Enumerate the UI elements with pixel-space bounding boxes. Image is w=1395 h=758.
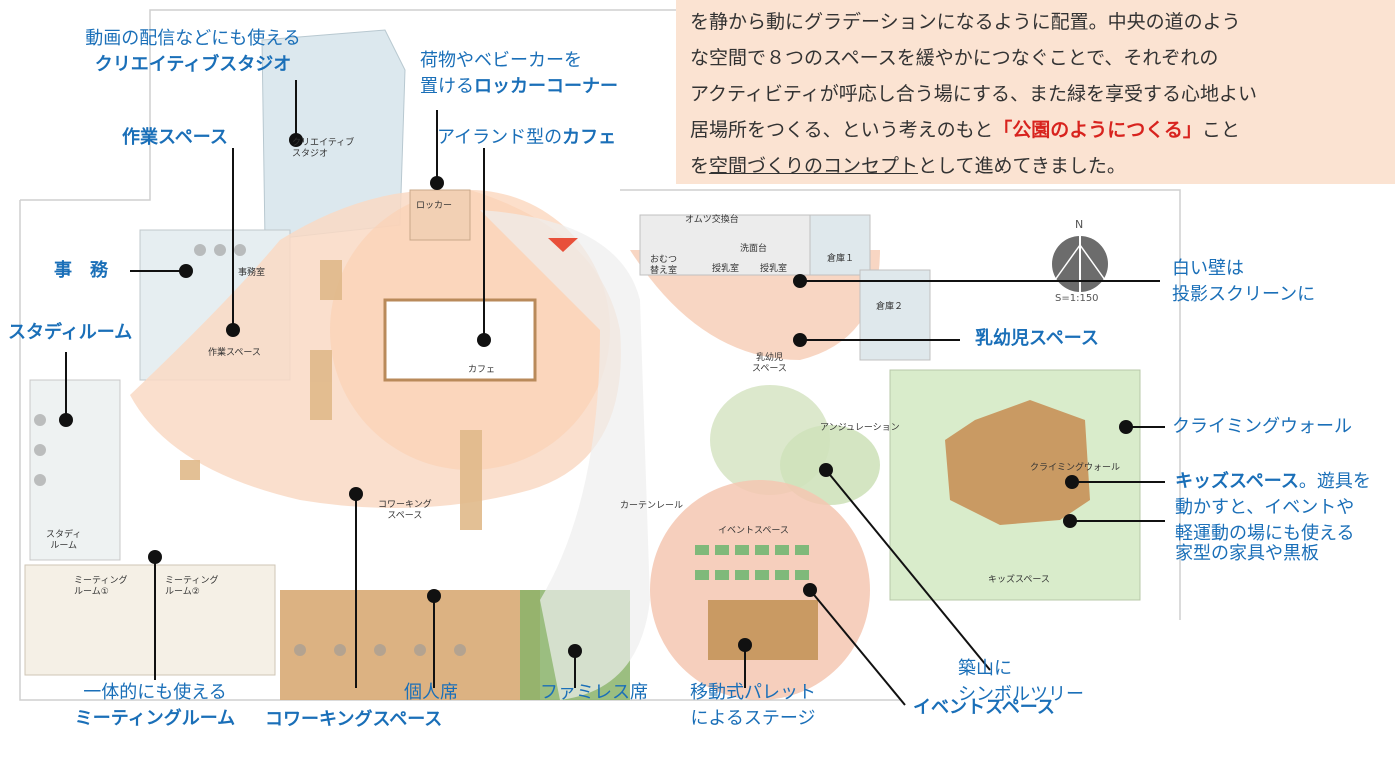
leader-dots [59,133,1133,658]
callout-symbol-tree-line2: シンボルツリー [958,684,1084,705]
plan-label-omutsu: オムツ交換台 [685,215,739,225]
callout-cafe: アイランド型のカフェ [437,125,616,151]
callout-kids-space-line3: 軽運動の場にも使える [1175,523,1355,544]
compass-north-label: N [1075,218,1084,231]
storage1-room [809,214,871,276]
callout-meeting-room: 一体的にも使える ミーティングルーム [50,680,260,732]
climbing-play-structure [945,400,1090,525]
stage-pallet [708,600,818,660]
plan-label-study: スタディ ルーム [46,530,82,551]
callout-office: 事 務 [54,260,108,281]
plan-label-sink: 洗面台 [740,244,768,254]
callout-climbing-wall: クライミングウォール [1172,416,1352,437]
callout-white-wall: 白い壁は 投影スクリーンに [1172,256,1315,308]
callout-stage: 移動式パレット によるステージ [683,680,823,732]
callout-kids-space-bold: キッズスペース [1175,471,1299,492]
callout-house-furniture: 家型の家具や黒板 [1175,543,1319,564]
infant-area [630,250,880,360]
plan-label-event: イベントスペース [718,526,789,536]
plan-label-office: 事務室 [238,268,266,278]
plan-label-diaper: おむつ 替え室 [650,255,678,276]
scale-label: S=1:150 [1055,293,1099,304]
callout-kids-space-line1-post: 。遊具を [1298,471,1371,492]
plan-label-curtain: カーテンレール [620,501,684,511]
plan-label-work: 作業スペース [208,348,261,358]
leader-lines [65,80,1165,706]
callout-family-seat: ファミレス席 [540,682,648,703]
nursing-rooms [639,214,811,276]
concept-line4-highlight: 「公園のようにつくる」 [993,119,1202,141]
meeting-rooms [24,564,276,676]
plan-label-creative: クリエイティブ スタジオ [292,138,355,159]
creative-studio-room [261,29,406,241]
callout-symbol-tree: 築山に シンボルツリー [958,656,1084,708]
central-corridor [480,210,650,700]
plan-label-undulation: アンジュレーション [820,423,900,433]
callout-kids-space: キッズスペース。遊具を 動かすと、イベントや 軽運動の場にも使える [1175,469,1371,547]
concept-line5: を空間づくりのコンセプトとして進めてきました。 [690,148,1395,184]
plan-label-nursing2: 授乳室 [760,264,788,274]
callout-creative-studio: 動画の配信などにも使える クリエイティブスタジオ [58,26,328,78]
storage2-room [859,269,931,361]
concept-line5-pre: を [690,155,710,177]
callout-work-space: 作業スペース [122,127,228,148]
entrance-marker [548,238,578,252]
callout-locker-line2-pre: 置ける [420,76,474,97]
private-seat-floor [280,590,540,700]
callout-white-wall-line1: 白い壁は [1172,258,1244,279]
concept-line5-post: として進めてきました。 [918,155,1126,177]
concept-text-box: を静から動にグラデーションになるように配置。中央の道のよう な空間で８つのスペー… [676,0,1395,184]
plan-label-climbing: クライミングウォール [1030,463,1121,473]
cafe-counter [383,298,537,382]
callout-creative-studio-line1: 動画の配信などにも使える [85,28,301,49]
callout-white-wall-line2: 投影スクリーンに [1172,284,1316,305]
concept-line4: 居場所をつくる、という考えのもと「公園のようにつくる」こと [690,112,1395,148]
callout-stage-line2: によるステージ [690,708,816,729]
callout-meeting-room-line2: ミーティングルーム [74,708,236,729]
plan-label-meeting1: ミーティング ルーム① [74,576,128,597]
plan-label-meeting2: ミーティング ルーム② [165,576,219,597]
study-room [29,379,121,561]
callout-cafe-bold: カフェ [562,127,617,148]
plan-label-cafe: カフェ [468,365,496,375]
plan-label-storage2: 倉庫２ [876,302,904,312]
locker-corner [409,189,471,241]
plan-label-kids: キッズスペース [988,575,1050,585]
concept-line3: アクティビティが呼応し合う場にする、また緑を享受する心地よい [690,83,1257,105]
plan-label-infant: 乳幼児 スペース [752,353,787,374]
concept-line4-post: こと [1201,119,1240,141]
callout-meeting-room-line1: 一体的にも使える [83,682,227,703]
plan-label-storage1: 倉庫１ [827,254,855,264]
plan-label-nursing1: 授乳室 [712,264,740,274]
concept-line1: を静から動にグラデーションになるように配置。中央の道のよう [690,11,1241,33]
callout-cafe-pre: アイランド型の [437,127,563,148]
callout-private-seat: 個人席 [404,682,458,703]
callout-locker: 荷物やベビーカーを 置けるロッカーコーナー [420,48,618,100]
compass [1052,236,1108,292]
callout-stage-line1: 移動式パレット [690,682,816,703]
concept-line2: な空間で８つのスペースを緩やかにつなぐことで、それぞれの [690,47,1219,69]
callout-kids-space-line2: 動かすと、イベントや [1175,497,1355,518]
callout-event-space: イベントスペース [913,697,1055,718]
concept-line4-pre: 居場所をつくる、という考えのもと [690,119,994,141]
concept-line5-underline: 空間づくりのコンセプト [709,155,919,177]
plan-label-coworking: コワーキング スペース [378,500,432,521]
callout-creative-studio-line2: クリエイティブスタジオ [94,54,292,75]
callout-symbol-tree-line1: 築山に [958,658,1012,679]
event-area [650,480,870,700]
callout-coworking: コワーキングスペース [265,709,443,730]
plan-label-locker: ロッカー [416,201,453,211]
callout-infant-space: 乳幼児スペース [975,328,1099,349]
callout-study-room: スタディルーム [8,322,133,343]
callout-locker-line1: 荷物やベビーカーを [420,50,582,71]
callout-locker-line2-bold: ロッカーコーナー [474,76,618,97]
